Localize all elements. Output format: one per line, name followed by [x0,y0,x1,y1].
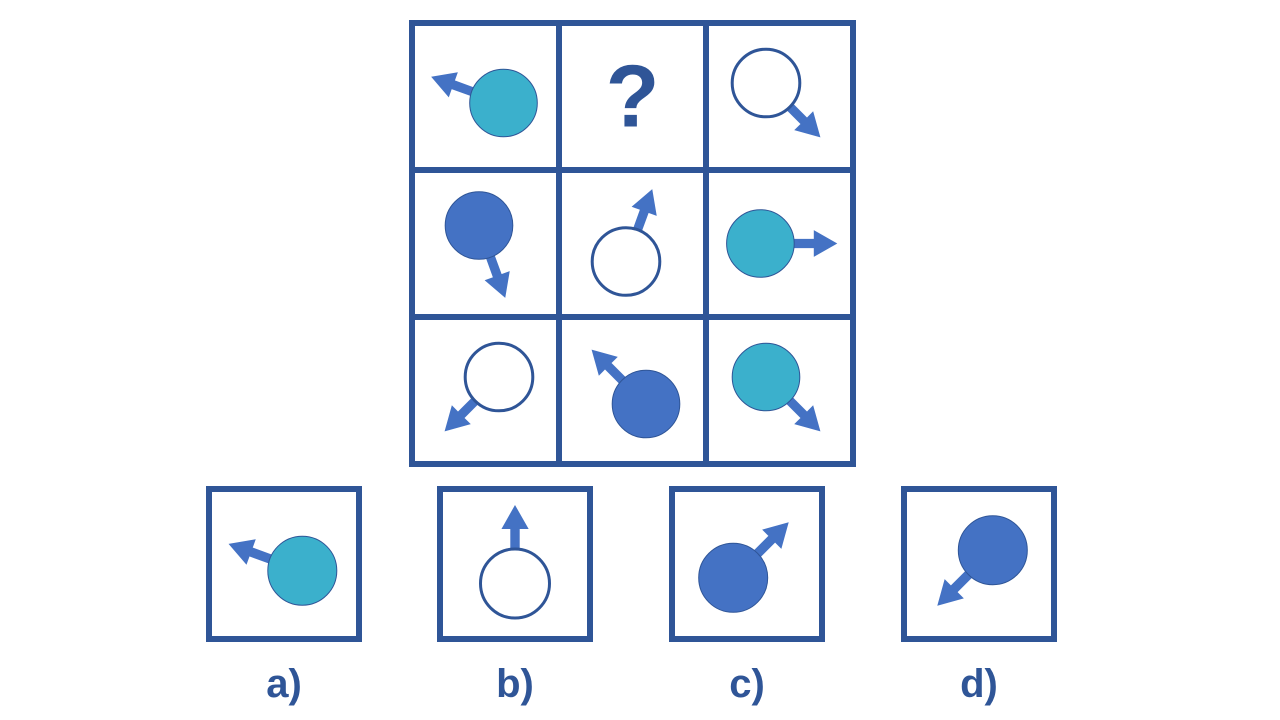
arrow-icon [784,101,821,138]
white-circle-icon [730,47,802,119]
cell-glyph [590,189,662,297]
matrix-cell-1-1 [590,189,662,297]
option-glyph [228,535,338,606]
option-c[interactable]: c) [669,486,825,706]
option-glyph [937,515,1028,606]
option-glyph [698,522,789,613]
white-circle-icon [463,341,535,413]
matrix-cell-2-0 [444,341,535,432]
option-a[interactable]: a) [206,486,362,706]
teal-circle-icon [726,209,795,278]
option-d[interactable]: d) [901,486,1057,706]
arrow-icon [752,522,789,559]
option-glyph [479,504,551,620]
arrow-icon [431,72,476,98]
matrix-cell-2-2 [731,342,821,432]
matrix-border [409,20,856,467]
arrow-icon [631,189,657,234]
option-label: b) [496,662,534,706]
arrow-icon [501,504,529,552]
cell-glyph [444,191,514,298]
teal-circle-icon [731,342,801,412]
arrow-icon [228,539,274,565]
option-b[interactable]: b) [437,486,593,706]
cell-glyph [731,342,821,432]
cell-glyph [431,68,538,138]
cell-glyph [444,341,535,432]
option-label: c) [729,662,765,706]
cell-glyph [730,47,821,138]
matrix-cell-2-1 [591,349,681,439]
option-label: d) [960,662,998,706]
option-box[interactable] [901,486,1057,642]
matrix-grid: ? [409,20,856,467]
arrow-icon [591,349,628,386]
arrow-icon [484,253,510,298]
answer-options: a) b) c) d) [206,486,1057,706]
teal-circle-icon [267,535,338,606]
arrow-icon [444,395,481,432]
matrix-cell-0-2 [730,47,821,138]
matrix-cell-1-0 [444,191,514,298]
blue-circle-icon [611,369,681,439]
teal-circle-icon [469,68,538,138]
blue-circle-icon [698,542,769,613]
blue-circle-icon [957,515,1028,586]
arrow-icon [784,395,821,432]
blue-circle-icon [444,191,514,260]
option-label: a) [266,662,302,706]
matrix-cell-1-2 [726,209,838,278]
arrow-icon [937,569,974,606]
matrix-cell-0-0 [431,68,538,138]
white-circle-icon [479,547,551,620]
white-circle-icon [590,226,662,297]
cell-glyph [591,349,681,439]
arrow-icon [791,230,838,257]
matrix-cell-0-1: ? [606,47,660,146]
missing-cell-question-mark: ? [606,47,660,146]
cell-glyph [726,209,838,278]
